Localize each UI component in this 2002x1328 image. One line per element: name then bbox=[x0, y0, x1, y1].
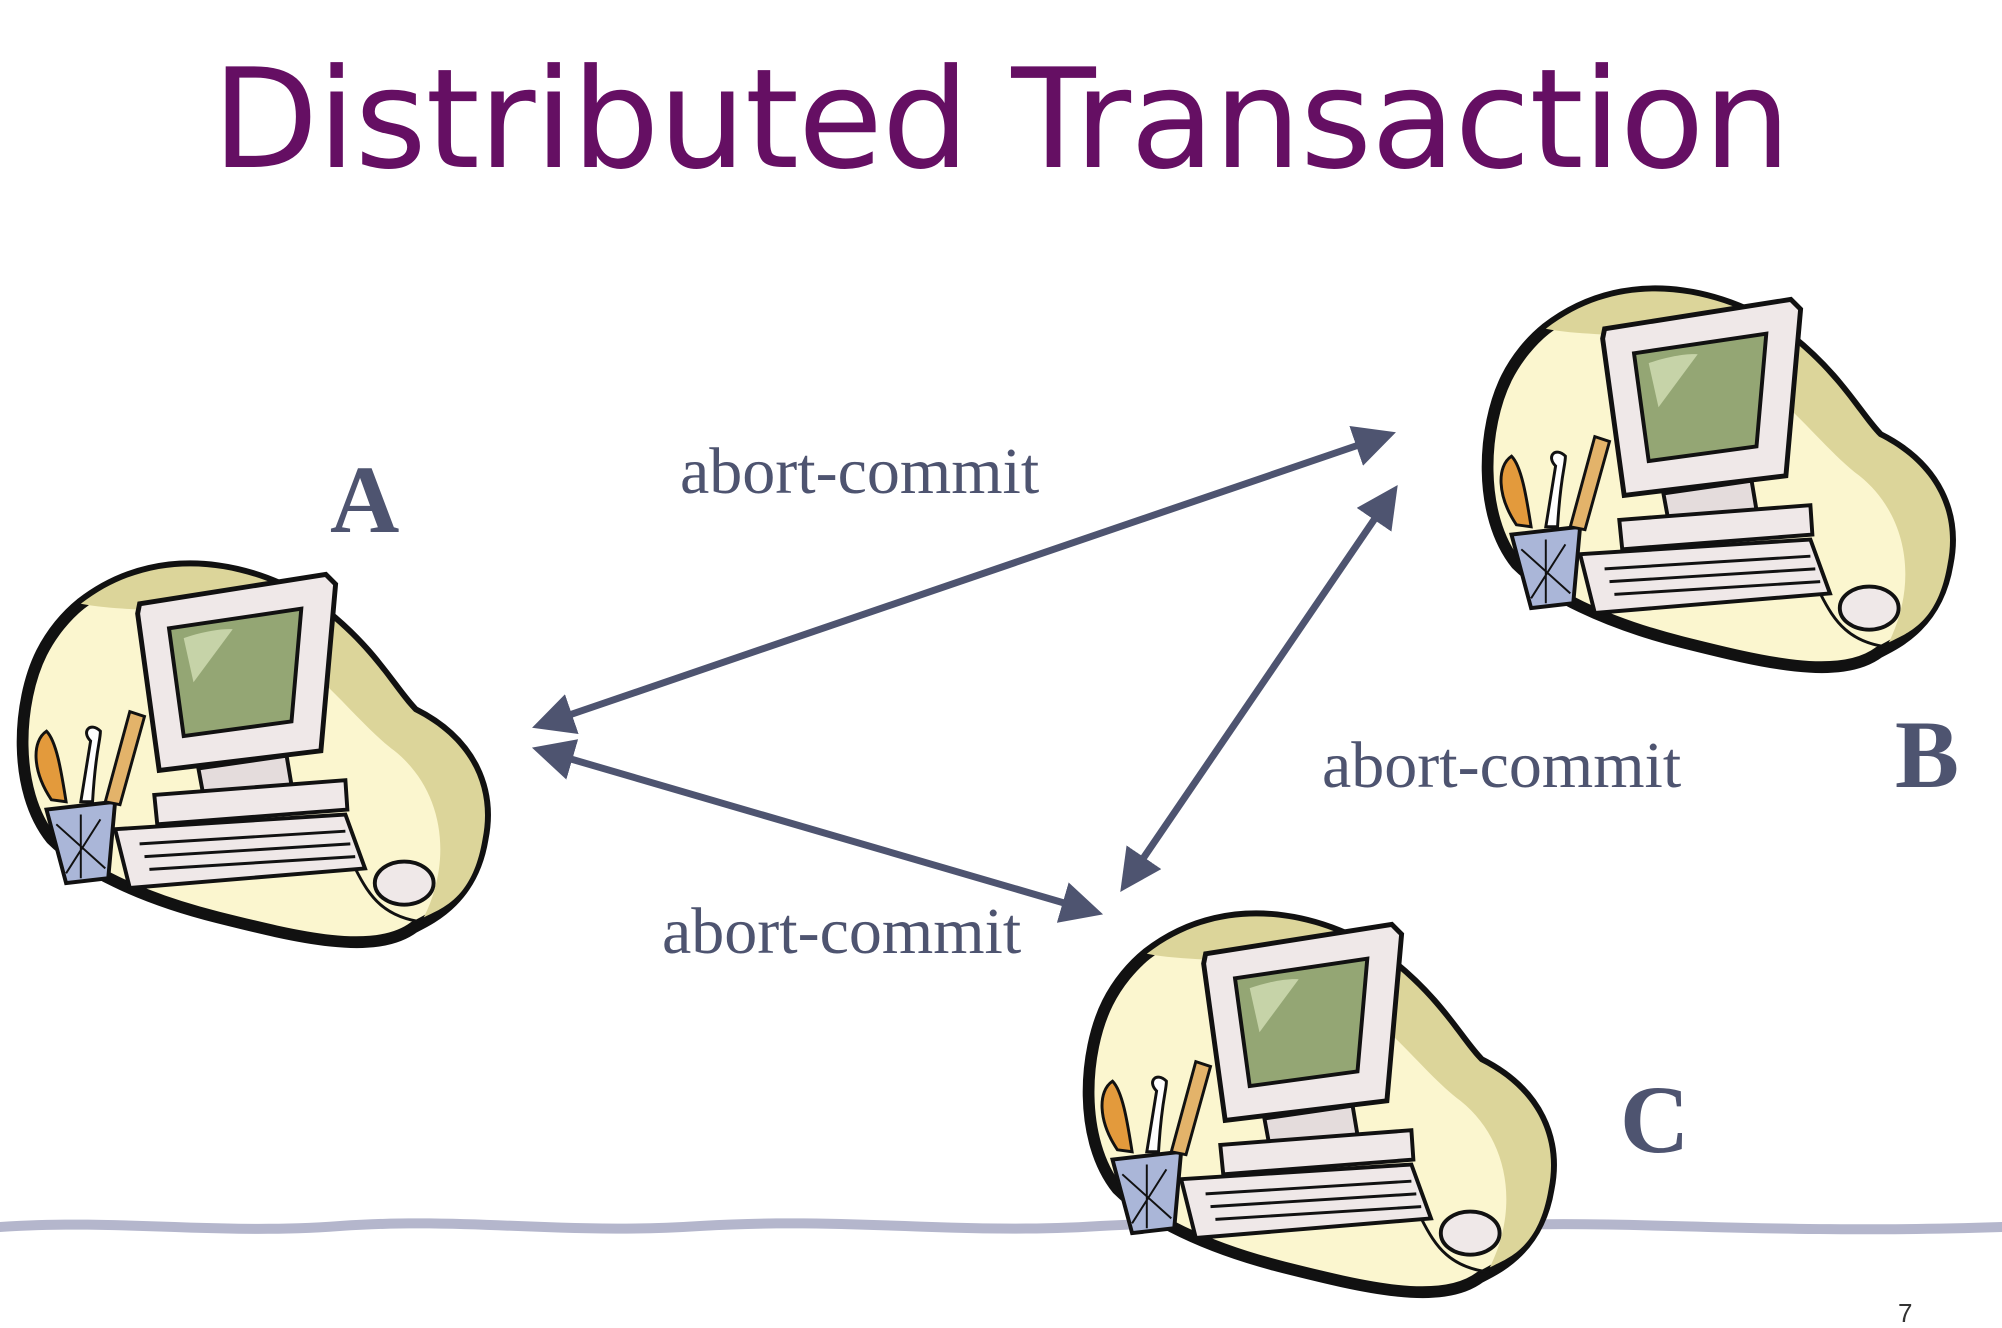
edge-label-b-c: abort-commit bbox=[1322, 729, 1682, 802]
page-number: 7 bbox=[1898, 1298, 1913, 1328]
node-label-b: B bbox=[1895, 701, 1960, 808]
edge-arrow-a-c bbox=[531, 739, 1104, 923]
node-label-a: A bbox=[330, 446, 400, 553]
computer-icon bbox=[1089, 916, 1551, 1292]
node-label-c: C bbox=[1620, 1066, 1690, 1173]
computer-icon bbox=[23, 566, 485, 942]
edge-arrow-b-c bbox=[1120, 485, 1398, 892]
edge-label-a-b: abort-commit bbox=[680, 435, 1040, 508]
edge-label-a-c: abort-commit bbox=[662, 895, 1022, 968]
slide-title: Distributed Transaction bbox=[212, 39, 1791, 200]
computer-icon bbox=[1488, 291, 1950, 667]
edge-arrow-a-b bbox=[532, 426, 1396, 734]
